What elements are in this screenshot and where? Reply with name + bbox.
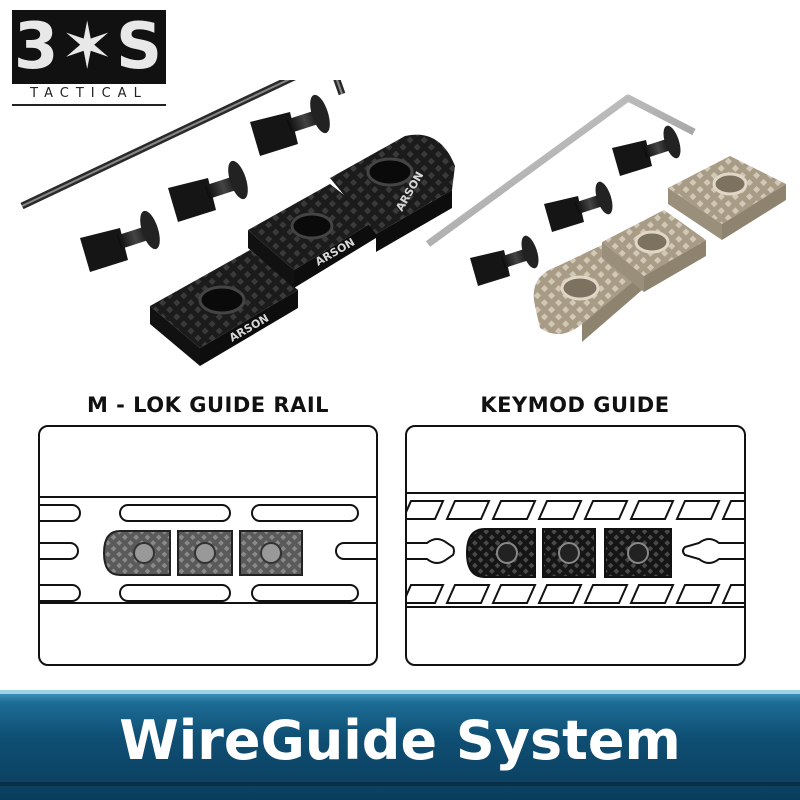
keymod-diagram-panel [405,425,746,666]
mlok-diagram-title: M - LOK GUIDE RAIL [86,393,330,417]
t-nut-screw-black [470,235,539,286]
plate-black-square [248,184,376,288]
hex-wrench-silver [425,94,696,247]
product-photo: ARSON ARSON ARSON [20,80,786,366]
plate-black-rounded [330,134,455,252]
hex-wrench-black [20,80,346,210]
footer-title: WireGuide System [119,709,681,772]
mlok-diagram-panel [38,425,378,666]
brand-logo-background [12,10,166,84]
t-nut-screw-black [612,125,681,176]
t-nut-screw-black [250,94,330,156]
brand-logo-mark: 3✶S [13,10,165,84]
footer-divider [0,782,800,786]
footer-banner [0,690,800,800]
keymod-rail-diagram [407,492,744,608]
brand-logo-subtitle: TACTICAL [12,86,166,106]
diagram-plate-square [177,530,233,576]
plate-tan-square [602,210,706,292]
t-nut-screw-black [168,160,248,222]
t-nut-screw-black [544,181,613,232]
mlok-rail-diagram [40,496,376,604]
t-nut-screw-black [80,210,160,272]
keymod-diagram-title: KEYMOD GUIDE [480,393,670,417]
plate-black-square [150,250,298,366]
plate-tan-square [668,156,786,240]
